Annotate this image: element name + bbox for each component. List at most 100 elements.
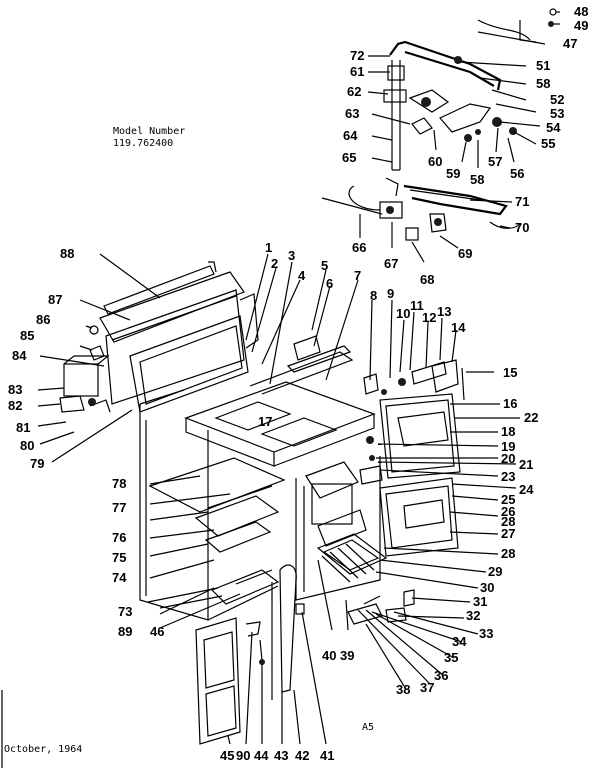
callout-68: 68 [420, 272, 434, 287]
callout-58-upper: 58 [536, 76, 550, 91]
callout-27: 27 [501, 526, 515, 541]
callout-84: 84 [12, 348, 27, 363]
callout-14: 14 [451, 320, 466, 335]
callout-1: 1 [265, 240, 272, 255]
callout-73: 73 [118, 604, 132, 619]
sheet-code: A5 [362, 722, 374, 733]
callout-83: 83 [8, 382, 22, 397]
callout-65: 65 [342, 150, 356, 165]
callout-49: 49 [574, 18, 588, 33]
callout-56: 56 [510, 166, 524, 181]
callout-80: 80 [20, 438, 34, 453]
model-number-value: 119.762400 [113, 138, 173, 149]
callout-59: 59 [446, 166, 460, 181]
callout-11: 11 [410, 298, 424, 313]
callout-58-lower: 58 [470, 172, 484, 187]
callout-71: 71 [515, 194, 529, 209]
callout-69: 69 [458, 246, 472, 261]
issue-date: October, 1964 [4, 744, 82, 755]
callout-72: 72 [350, 48, 364, 63]
callout-32: 32 [466, 608, 480, 623]
callout-82: 82 [8, 398, 22, 413]
callout-75: 75 [112, 550, 126, 565]
callout-45: 45 [220, 748, 234, 763]
callout-20: 20 [501, 451, 515, 466]
callout-47: 47 [563, 36, 577, 51]
callout-87: 87 [48, 292, 62, 307]
callout-25: 25 [501, 492, 515, 507]
callout-6: 6 [326, 276, 333, 291]
callout-8: 8 [370, 288, 377, 303]
callout-24: 24 [519, 482, 534, 497]
callout-15: 15 [503, 365, 517, 380]
callout-18: 18 [501, 424, 515, 439]
callout-13: 13 [437, 304, 451, 319]
callout-2: 2 [271, 256, 278, 271]
callout-21: 21 [519, 457, 533, 472]
callout-23: 23 [501, 469, 515, 484]
callout-12: 12 [422, 310, 436, 325]
callout-90: 90 [236, 748, 250, 763]
callout-17: 17 [258, 414, 272, 429]
callout-51: 51 [536, 58, 550, 73]
callout-41: 41 [320, 748, 334, 763]
callout-67: 67 [384, 256, 398, 271]
callout-52: 52 [550, 92, 564, 107]
callout-42: 42 [295, 748, 309, 763]
callout-40: 40 [322, 648, 336, 663]
callout-34: 34 [452, 634, 467, 649]
callout-3: 3 [288, 248, 295, 263]
callout-22: 22 [524, 410, 538, 425]
callout-28-lower: 28 [501, 514, 515, 529]
callout-81: 81 [16, 420, 30, 435]
burner-valve-assembly-drawing [321, 8, 557, 241]
callout-4: 4 [298, 268, 306, 283]
callout-labels: 1 2 3 4 5 6 7 8 9 10 11 12 13 14 15 16 1… [8, 4, 588, 763]
callout-10: 10 [396, 306, 410, 321]
callout-36: 36 [434, 668, 448, 683]
callout-53: 53 [550, 106, 564, 121]
callout-19: 19 [501, 439, 515, 454]
callout-62: 62 [347, 84, 361, 99]
callout-60: 60 [428, 154, 442, 169]
callout-9: 9 [387, 286, 394, 301]
callout-63: 63 [345, 106, 359, 121]
callout-89: 89 [118, 624, 132, 639]
callout-7: 7 [354, 268, 361, 283]
callout-37: 37 [420, 680, 434, 695]
callout-31: 31 [473, 594, 487, 609]
callout-44: 44 [254, 748, 269, 763]
callout-64: 64 [343, 128, 358, 143]
model-number-label: Model Number [113, 126, 185, 137]
callout-88: 88 [60, 246, 74, 261]
callout-26: 26 [501, 504, 515, 519]
callout-76: 76 [112, 530, 126, 545]
callout-55: 55 [541, 136, 555, 151]
leader-lines [37, 11, 560, 745]
callout-35: 35 [444, 650, 458, 665]
callout-46: 46 [150, 624, 164, 639]
callout-16: 16 [503, 396, 517, 411]
callout-85: 85 [20, 328, 34, 343]
callout-74: 74 [112, 570, 127, 585]
callout-48: 48 [574, 4, 588, 19]
callout-61: 61 [350, 64, 364, 79]
callout-70: 70 [515, 220, 529, 235]
callout-28-upper: 28 [501, 546, 515, 561]
callout-66: 66 [352, 240, 366, 255]
callout-43: 43 [274, 748, 288, 763]
callout-33: 33 [479, 626, 493, 641]
callout-79: 79 [30, 456, 44, 471]
callout-77: 77 [112, 500, 126, 515]
oven-door-assembly-drawing [59, 261, 259, 413]
range-body-drawing [139, 335, 465, 745]
callout-54: 54 [546, 120, 561, 135]
callout-57: 57 [488, 154, 502, 169]
callout-39: 39 [340, 648, 354, 663]
callout-30: 30 [480, 580, 494, 595]
callout-5: 5 [321, 258, 328, 273]
callout-29: 29 [488, 564, 502, 579]
callout-86: 86 [36, 312, 50, 327]
